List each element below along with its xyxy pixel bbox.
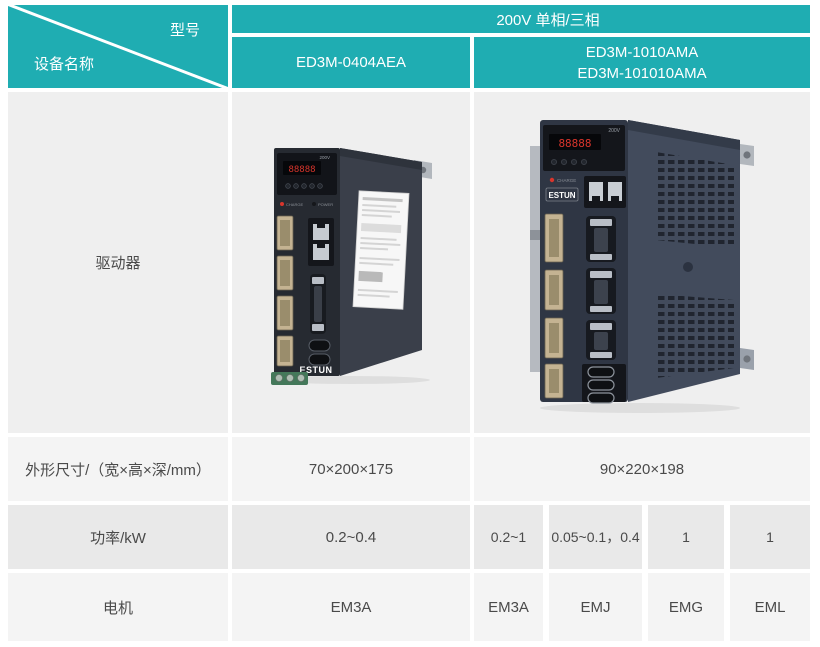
model-header-col1: ED3M-0404AEA [232, 37, 470, 88]
model-header-col2-line2: ED3M-101010AMA [577, 64, 707, 82]
drive-small-logo: ESTUN [299, 365, 332, 375]
drive-small-side-label [352, 190, 409, 310]
dimensions-row-label: 外形尺寸/（宽×高×深/mm） [8, 437, 228, 501]
servo-drive-large-illustration: 200V 88888 CHARGE ESTUN [530, 119, 754, 413]
motor-value-emj: EMJ [549, 573, 642, 641]
drive-large-logo: ESTUN [548, 191, 575, 200]
power-value-em3a: 0.2~1 [474, 505, 543, 569]
driver-row-label: 驱动器 [8, 92, 228, 433]
diagonal-divider [8, 5, 228, 88]
driver-cell-col1: 200V 88888 CHARGE POWER [232, 92, 470, 433]
corner-label-model: 型号 [169, 22, 200, 39]
drive-small-led-power-label: POWER [318, 202, 333, 207]
power-value-emj: 0.05~0.1，0.4 [549, 505, 642, 569]
model-header-col2: ED3M-1010AMA ED3M-101010AMA [474, 37, 810, 88]
drive-small-power-connectors [276, 215, 293, 367]
power-value-group: 0.2~1 0.05~0.1，0.4 1 1 [474, 505, 810, 569]
power-value-emg: 1 [648, 505, 724, 569]
drive-small-display: 88888 [288, 165, 315, 175]
drive-small-voltage-tag: 200V [319, 155, 330, 160]
drive-small-led-charge-label: CHARGE [286, 202, 303, 207]
corner-header-cell: 型号 设备名称 [8, 5, 228, 88]
voltage-header: 200V 单相/三相 [232, 5, 810, 33]
model-header-col2-line1: ED3M-1010AMA [585, 43, 699, 61]
dimensions-value-col1: 70×200×175 [232, 437, 470, 501]
power-row-label: 功率/kW [8, 505, 228, 569]
motor-value-col1: EM3A [232, 573, 470, 641]
drive-large-power-connectors [544, 213, 564, 398]
drive-large-voltage-tag: 200V [608, 128, 620, 134]
drive-large-encoder-connectors [586, 215, 616, 360]
driver-cell-col2: 200V 88888 CHARGE ESTUN [474, 92, 810, 433]
power-value-col1: 0.2~0.4 [232, 505, 470, 569]
motor-value-group: EM3A EMJ EMG EML [474, 573, 810, 641]
servo-drive-small-illustration: 200V 88888 CHARGE POWER [270, 148, 432, 385]
motor-value-eml: EML [730, 573, 810, 641]
power-value-eml: 1 [730, 505, 810, 569]
corner-label-device: 设备名称 [34, 56, 95, 73]
dimensions-value-col2: 90×220×198 [474, 437, 810, 501]
drive-large-led-charge-label: CHARGE [557, 178, 576, 183]
motor-value-emg: EMG [648, 573, 724, 641]
motor-row-label: 电机 [8, 573, 228, 641]
drive-spec-table: 型号 设备名称 200V 单相/三相 ED3M-0404AEA ED3M-101… [8, 5, 810, 641]
motor-value-em3a: EM3A [474, 573, 543, 641]
drive-large-display: 88888 [558, 137, 591, 150]
